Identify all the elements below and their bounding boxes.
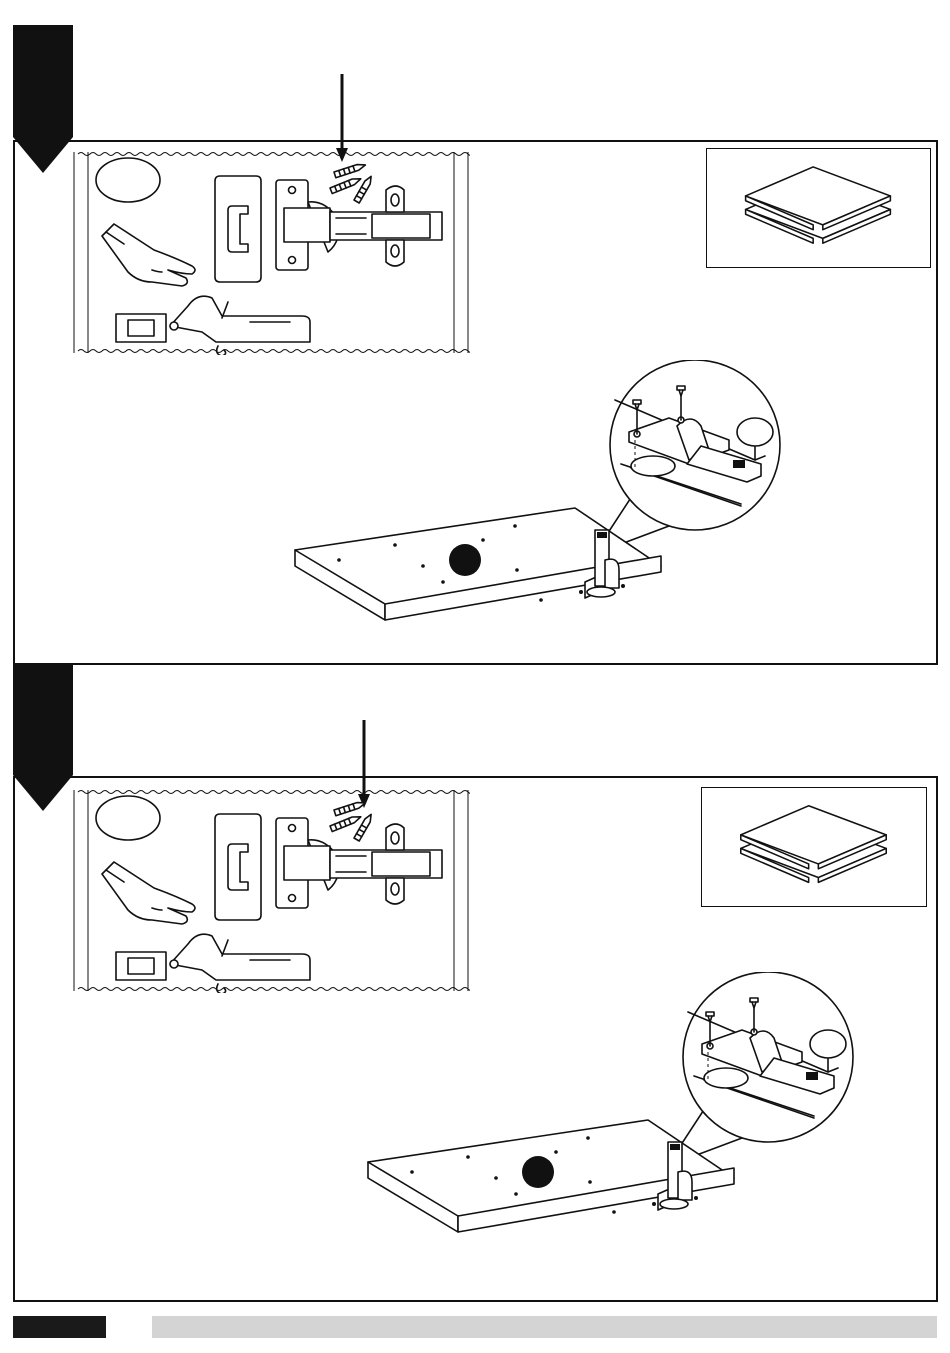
step-2-board-hinge-icon xyxy=(368,972,853,1232)
step-1-parts-box xyxy=(706,148,931,268)
step-2-marker xyxy=(13,665,73,815)
step-2-hinge-detail-inset xyxy=(72,788,470,993)
step-2-marker-flag xyxy=(13,665,73,811)
step-1-panel-stack-icon xyxy=(707,149,929,266)
step-2-parts-box xyxy=(701,787,927,907)
step-1-hinge-detail-inset xyxy=(72,150,470,355)
footer-gray-bar xyxy=(152,1316,937,1338)
footer-page-tab xyxy=(13,1316,106,1338)
step-1-hinge-detail-icon xyxy=(74,152,474,356)
step-2-panel-stack-icon xyxy=(702,788,925,905)
step-1-board-hinge-icon xyxy=(295,360,780,620)
step-1-marker xyxy=(13,25,73,175)
step-1-assembly-drawing xyxy=(285,360,845,660)
step-1-marker-flag xyxy=(13,25,73,173)
step-2-assembly-drawing xyxy=(358,972,918,1272)
step-2-hinge-detail-icon xyxy=(74,790,474,994)
